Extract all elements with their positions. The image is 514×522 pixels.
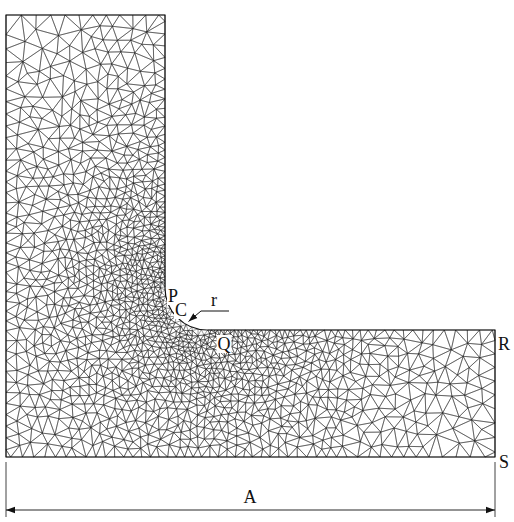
point-label: Q (217, 335, 232, 353)
radius-leader (189, 311, 230, 322)
extension-line (495, 462, 496, 517)
dimension-label: A (243, 488, 258, 506)
dimension-line (6, 510, 495, 511)
triangle-mesh (6, 15, 495, 457)
mesh-elements (6, 15, 495, 457)
point-label: S (498, 453, 510, 471)
radius-label: r (210, 291, 218, 309)
extension-line (6, 462, 7, 517)
part-outline (6, 15, 495, 457)
point-label: R (497, 335, 511, 353)
point-label: C (174, 301, 188, 319)
